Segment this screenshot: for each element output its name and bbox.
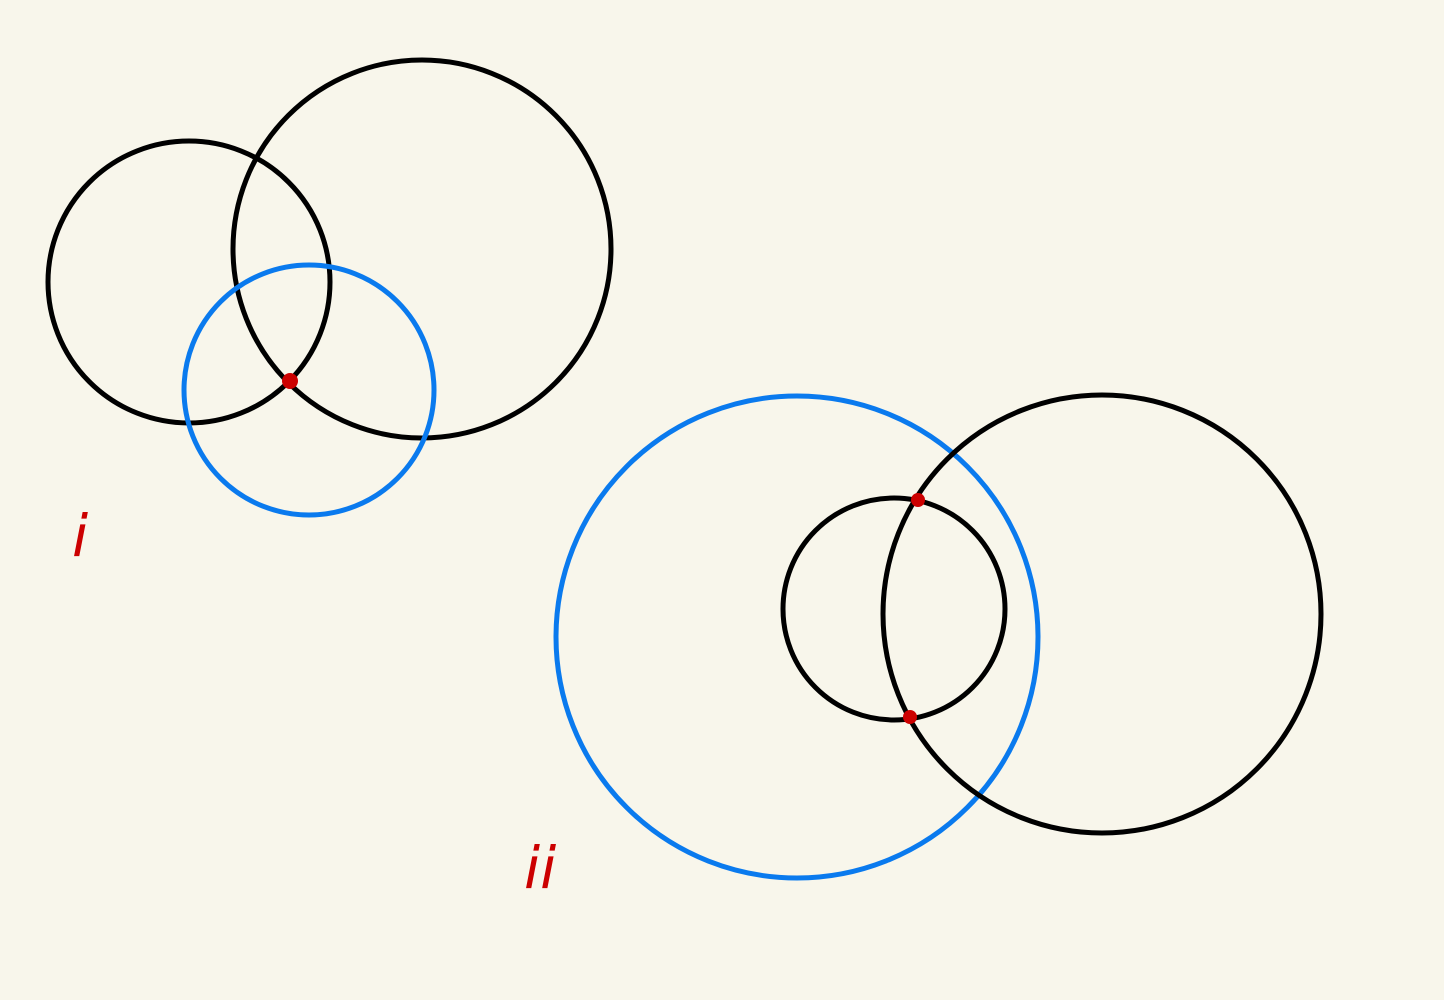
figure-ii: ii (524, 392, 1324, 902)
figure-ii-circle-small (780, 495, 1008, 723)
figure-ii-blue-circle (553, 393, 1041, 881)
figure-ii-intersection-point-bottom (903, 710, 917, 724)
figure-i: i (45, 57, 614, 570)
figure-ii-intersection-point-top (911, 493, 925, 507)
figure-ii-circle-large (880, 392, 1324, 836)
figure-i-label: i (72, 502, 88, 570)
figure-i-blue-circle (181, 262, 437, 518)
figure-ii-label: ii (524, 834, 556, 902)
figure-i-intersection-point (282, 373, 298, 389)
